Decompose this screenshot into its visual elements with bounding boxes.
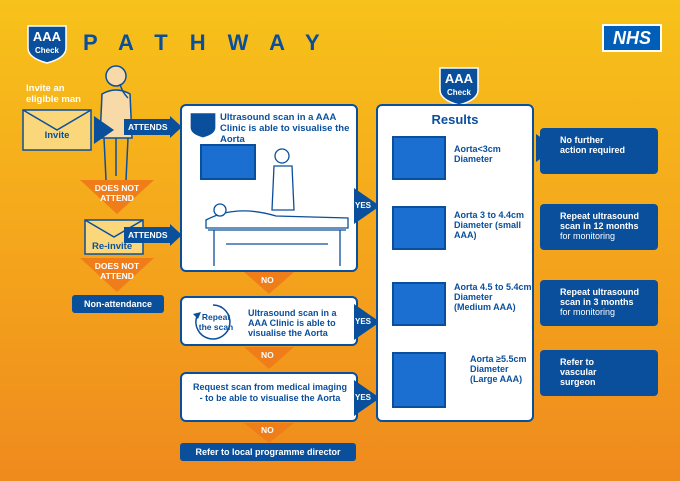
reinvite-label: Re-invite xyxy=(92,241,133,252)
action-box-3: Repeat ultrasound scan in 3 months for m… xyxy=(540,280,658,326)
action-box-2: Repeat ultrasound scan in 12 months for … xyxy=(540,204,658,250)
page-title: PATHWAY xyxy=(83,30,342,55)
repeat-scan-card: Repeat the scan Ultrasound scan in a AAA… xyxy=(180,296,358,346)
invite-envelope-icon xyxy=(22,108,132,157)
action-3-sub: for monitoring xyxy=(560,307,616,317)
dna-label-1: DOES NOT ATTEND xyxy=(94,183,140,203)
results-panel: Results Aorta<3cm Diameter Aorta 3 to 4.… xyxy=(376,104,534,422)
result-scan-image-2 xyxy=(392,206,446,250)
invite-lead-text: Invite an eligible man xyxy=(26,83,81,105)
action-box-1: No further action required xyxy=(540,128,658,174)
attends-label-2: ATTENDS xyxy=(128,230,168,240)
result-size-4: Aorta ≥5.5cm Diameter (Large AAA) xyxy=(470,354,527,384)
non-attendance-box: Non-attendance xyxy=(72,295,164,313)
logo-bottom-text: Check xyxy=(35,46,60,55)
result-size-3: Aorta 4.5 to 5.4cm Diameter (Medium AAA) xyxy=(454,282,532,312)
no-label-1: NO xyxy=(261,275,274,285)
dna-arrow-2 xyxy=(80,258,154,297)
no-arrow-2 xyxy=(244,347,294,374)
no-label-2: NO xyxy=(261,350,274,360)
request-scan-card: Request scan from medical imaging - to b… xyxy=(180,372,358,422)
repeat-scan-text: Repeat the scan xyxy=(198,312,234,332)
action-box-4: Refer to vascular surgeon xyxy=(540,350,658,396)
logo-top-text: AAA xyxy=(33,29,62,44)
action-1-text: No further xyxy=(560,135,604,145)
attends-label-1: ATTENDS xyxy=(128,122,168,132)
action-2-text: Repeat ultrasound scan in 12 months xyxy=(560,211,640,231)
yes-arrow-1 xyxy=(354,188,380,229)
aaa-check-logo: AAA Check xyxy=(24,24,70,64)
ultrasound-scan-card: Ultrasound scan in a AAA Clinic is able … xyxy=(180,104,358,272)
refer-director-box: Refer to local programme director xyxy=(180,443,356,461)
request-text: Request scan from medical imaging - to b… xyxy=(192,382,348,403)
dna-arrow-1 xyxy=(80,180,154,219)
action-3-text: Repeat ultrasound scan in 3 months xyxy=(560,287,640,307)
no-label-3: NO xyxy=(261,425,274,435)
result-scan-image-1 xyxy=(392,136,446,180)
result-size-1: Aorta<3cm Diameter xyxy=(454,144,501,164)
yes-label-3: YES xyxy=(355,393,372,402)
no-arrow-3 xyxy=(244,423,294,448)
scan1-text: Ultrasound scan in a AAA Clinic is able … xyxy=(220,112,350,145)
invite-envelope-label: Invite xyxy=(44,130,70,141)
attends-arrow-1 xyxy=(124,116,182,143)
nhs-logo: NHS xyxy=(602,24,662,52)
attends-arrow-2 xyxy=(124,224,182,251)
result-size-2: Aorta 3 to 4.4cm Diameter (small AAA) xyxy=(454,210,525,240)
yes-label-1: YES xyxy=(355,201,372,210)
dna-label-2: DOES NOT ATTEND xyxy=(94,261,140,281)
scan2-text: Ultrasound scan in a AAA Clinic is able … xyxy=(248,308,337,338)
result-scan-image-3 xyxy=(392,282,446,326)
action-4-text: Refer to vascular surgeon xyxy=(560,357,597,387)
ultrasound-image xyxy=(200,144,256,180)
scan-card-logo-icon xyxy=(188,112,218,143)
logo-bottom-text-2: Check xyxy=(447,88,472,97)
yes-arrow-2 xyxy=(354,304,380,345)
no-arrow-1 xyxy=(244,272,294,299)
repeat-cycle-icon xyxy=(190,302,236,347)
yes-label-2: YES xyxy=(355,317,372,326)
yes-arrow-3 xyxy=(354,380,380,421)
logo-top-text-2: AAA xyxy=(445,71,474,86)
nhs-logo-text: NHS xyxy=(604,26,660,50)
action-2-sub: for monitoring xyxy=(560,231,616,241)
action-1-sub: action required xyxy=(560,145,626,155)
result-scan-image-4 xyxy=(392,352,446,408)
clinic-scene-illustration-icon xyxy=(196,146,352,275)
results-aaa-check-logo: AAA Check xyxy=(436,66,482,106)
results-title: Results xyxy=(431,112,479,127)
